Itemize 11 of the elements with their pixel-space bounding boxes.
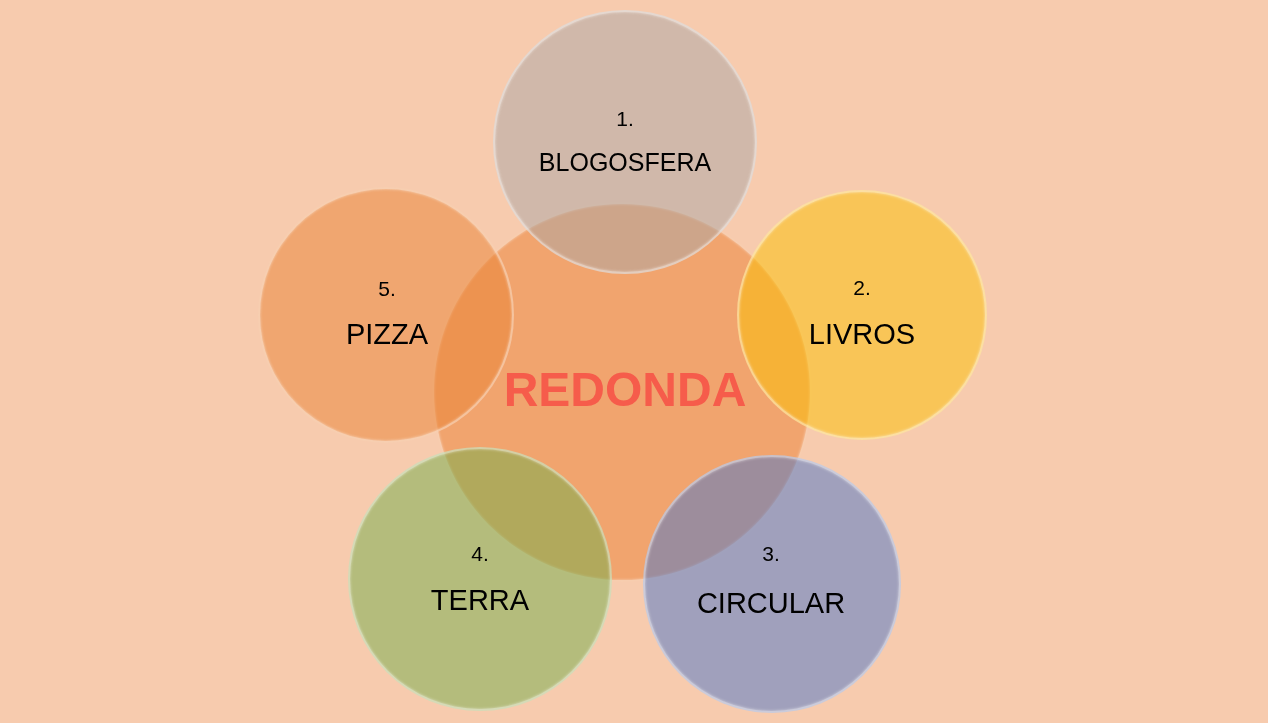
category-label: CIRCULAR	[696, 588, 846, 618]
number-label: 4.	[471, 542, 489, 564]
category-label: PIZZA	[345, 319, 429, 349]
number-label: 3.	[762, 542, 780, 564]
center-label: REDONDA	[503, 366, 747, 414]
number-label: 1.	[616, 107, 634, 129]
category-label: TERRA	[430, 585, 530, 615]
number-label: 5.	[378, 277, 396, 299]
category-label: LIVROS	[808, 319, 916, 349]
category-label: BLOGOSFERA	[538, 149, 712, 175]
number-label: 2.	[853, 276, 871, 298]
